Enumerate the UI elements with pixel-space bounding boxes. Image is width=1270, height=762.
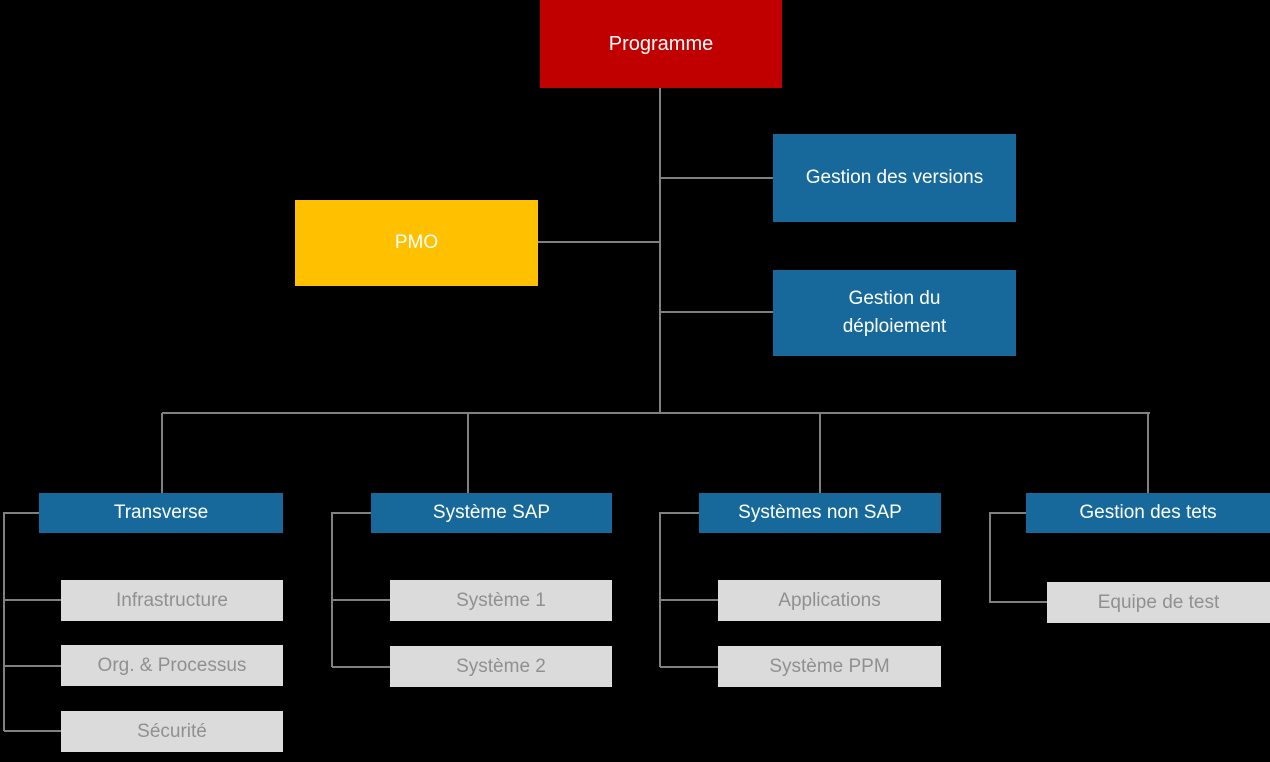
node-securite: Sécurité [61,711,283,752]
node-systeme-2: Système 2 [390,646,612,687]
node-infrastructure: Infrastructure [61,580,283,621]
node-programme: Programme [540,0,782,88]
node-gestion-du-deploiement: Gestion du déploiement [773,270,1016,356]
connector-column-gestion-tets [989,512,1047,603]
node-systeme-sap: Système SAP [371,493,612,533]
node-pmo: PMO [295,200,538,286]
connector-column-systemes-non-sap [659,512,718,668]
connector-column-transverse [3,512,61,732]
node-gestion-des-versions: Gestion des versions [773,134,1016,222]
node-systemes-non-sap: Systèmes non SAP [699,493,941,533]
node-systeme-ppm: Système PPM [718,646,941,687]
node-systeme-1: Système 1 [390,580,612,621]
node-applications: Applications [718,580,941,621]
node-equipe-de-test: Equipe de test [1047,582,1270,623]
node-gestion-des-tets: Gestion des tets [1026,493,1270,533]
connector-column-systeme-sap [331,512,390,668]
node-transverse: Transverse [39,493,283,533]
node-org-processus: Org. & Processus [61,645,283,686]
